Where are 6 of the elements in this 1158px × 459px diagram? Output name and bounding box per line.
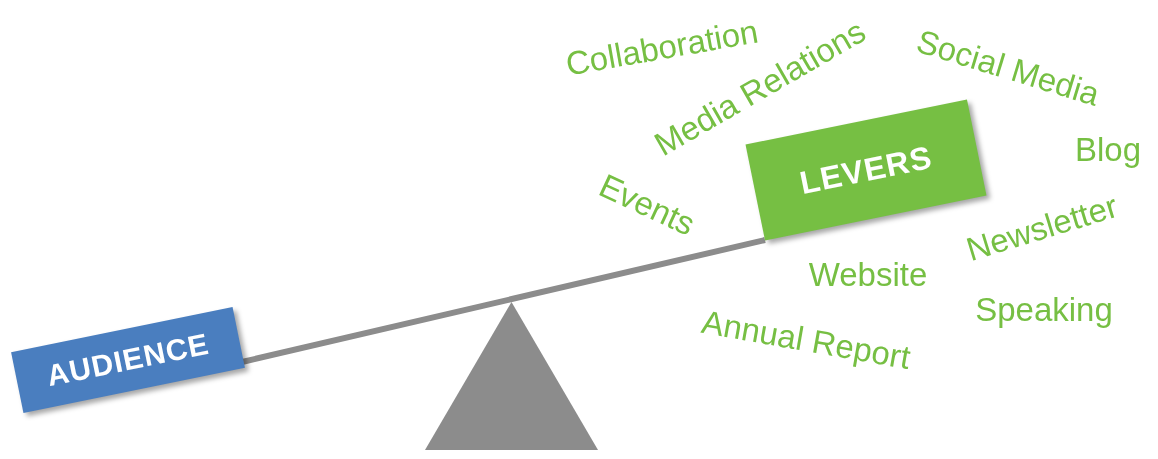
fulcrum-triangle — [425, 302, 598, 450]
lever-word: Website — [808, 256, 928, 294]
lever-word: Blog — [1074, 131, 1142, 169]
lever-word: Speaking — [975, 291, 1113, 329]
lever-beam — [241, 237, 766, 365]
lever-word: Annual Report — [698, 302, 914, 378]
